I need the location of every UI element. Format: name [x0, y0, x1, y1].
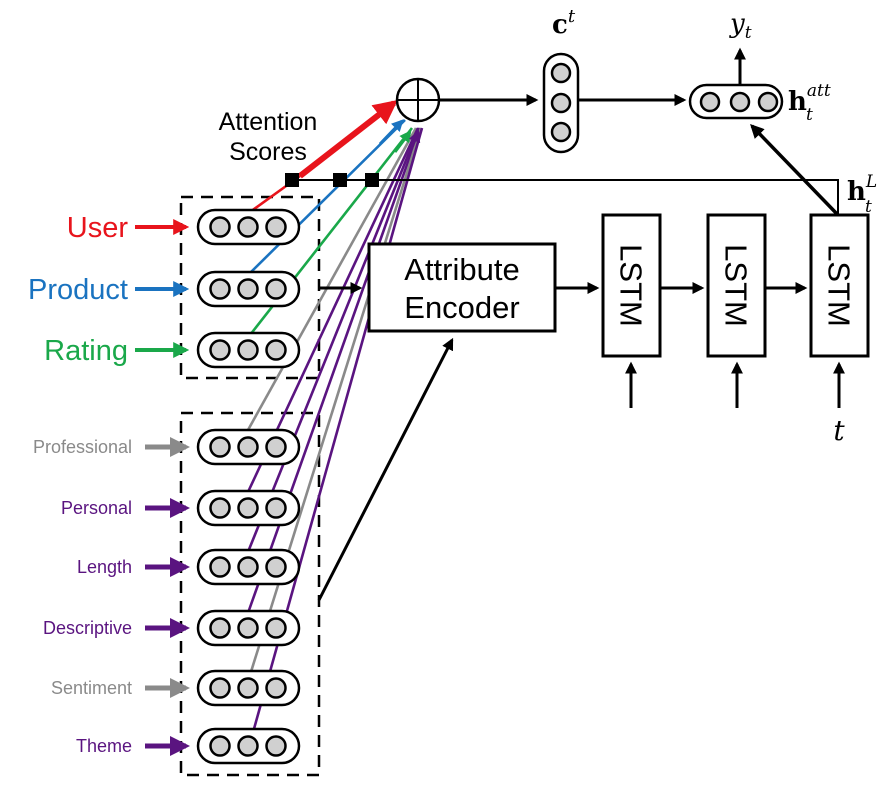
lstm-box-1: [601, 213, 662, 358]
time-input-label: t: [833, 414, 845, 447]
hatt-node-3: [757, 91, 779, 113]
attribute-group-box-bottom: [179, 411, 321, 777]
attribute-node-product-2: [237, 278, 259, 300]
attention-tap-square-2: [333, 173, 347, 187]
style-attribute-label-professional: Professional: [33, 437, 132, 457]
lstm3-to-hatt-arrow: [750, 123, 840, 217]
style-attribute-label-sentiment: Sentiment: [51, 678, 132, 698]
style-attribute-node-personal-2: [237, 497, 259, 519]
style-attribute-node-theme-2: [237, 735, 259, 757]
style-attribute-node-theme-1: [209, 735, 231, 757]
context-node-1: [550, 62, 572, 84]
style-attribute-node-length-1: [209, 556, 231, 578]
style-attribute-node-personal-1: [209, 497, 231, 519]
attribute-node-user-1: [209, 216, 231, 238]
lstm-label-3: LSTM: [822, 244, 857, 327]
style-attribute-node-professional-2: [237, 436, 259, 458]
hidden-state-feedback-line: [292, 179, 839, 215]
hatt-node-1: [699, 91, 721, 113]
attribute-encoder-box: [367, 242, 557, 333]
attention-arrow-blue: [378, 119, 404, 146]
attribute-label-rating: Rating: [44, 335, 128, 367]
style-attribute-node-sentiment-3: [265, 677, 287, 699]
hatt-node-2: [729, 91, 751, 113]
attention-arrow-purple: [406, 129, 421, 159]
attribute-nodes-group-1: [196, 208, 301, 369]
style-attribute-node-descriptive-1: [209, 617, 231, 639]
attention-line-descriptive: [246, 127, 422, 614]
attribute-node-product-1: [209, 278, 231, 300]
style-attribute-node-descriptive-3: [265, 617, 287, 639]
lstm-label-1: LSTM: [614, 244, 649, 327]
style-attribute-node-descriptive-2: [237, 617, 259, 639]
attribute-encoder-label-line1: Attribute: [404, 252, 519, 287]
attention-line-product: [249, 119, 406, 274]
lstm-box-3: [809, 213, 870, 358]
attention-tap-square-1: [285, 173, 299, 187]
context-vector-label: ct: [552, 6, 576, 40]
attribute-node-rating-1: [209, 339, 231, 361]
attention-line-professional: [246, 127, 418, 431]
attribute-nodes-group-2: [196, 428, 301, 765]
hatt-label-sub: t: [806, 105, 813, 125]
attribute-encoder-label-line2: Encoder: [404, 290, 519, 325]
attribute-node-rating-2: [237, 339, 259, 361]
style-attribute-node-personal-3: [265, 497, 287, 519]
attention-arrow-green: [393, 130, 412, 153]
hatt-label: hatt: [788, 81, 831, 117]
style-attribute-node-sentiment-1: [209, 677, 231, 699]
style-attribute-label-descriptive: Descriptive: [43, 618, 132, 638]
style-attribute-label-theme: Theme: [76, 736, 132, 756]
output-label: yt: [729, 9, 752, 43]
attention-line-length: [246, 127, 421, 553]
group2-to-encoder-arrow: [317, 337, 454, 601]
lstm-box-2: [706, 213, 767, 358]
attribute-label-user: User: [67, 212, 129, 244]
style-attribute-node-sentiment-2: [237, 677, 259, 699]
attribute-label-product: Product: [28, 274, 128, 306]
style-attribute-node-length-2: [237, 556, 259, 578]
attention-arrow-red: [298, 100, 398, 179]
context-node-3: [550, 121, 572, 143]
attribute-node-user-2: [237, 216, 259, 238]
style-attribute-node-length-3: [265, 556, 287, 578]
attention-tap-square-3: [365, 173, 379, 187]
style-attribute-node-theme-3: [265, 735, 287, 757]
lstm-label-2: LSTM: [719, 244, 754, 327]
style-attribute-label-length: Length: [77, 557, 132, 577]
style-attribute-node-professional-3: [265, 436, 287, 458]
attention-scores-label-line1: Attention: [219, 108, 318, 136]
attention-scores-label-line2: Scores: [229, 138, 307, 166]
attribute-node-rating-3: [265, 339, 287, 361]
hL-label: hL: [847, 172, 877, 207]
attribute-labels-group-2: ProfessionalPersonalLengthDescriptiveSen…: [33, 437, 190, 756]
attribute-node-user-3: [265, 216, 287, 238]
attribute-node-product-3: [265, 278, 287, 300]
context-node-2: [550, 92, 572, 114]
style-attribute-label-personal: Personal: [61, 498, 132, 518]
style-attribute-node-professional-1: [209, 436, 231, 458]
hL-label-sub: t: [865, 197, 872, 217]
